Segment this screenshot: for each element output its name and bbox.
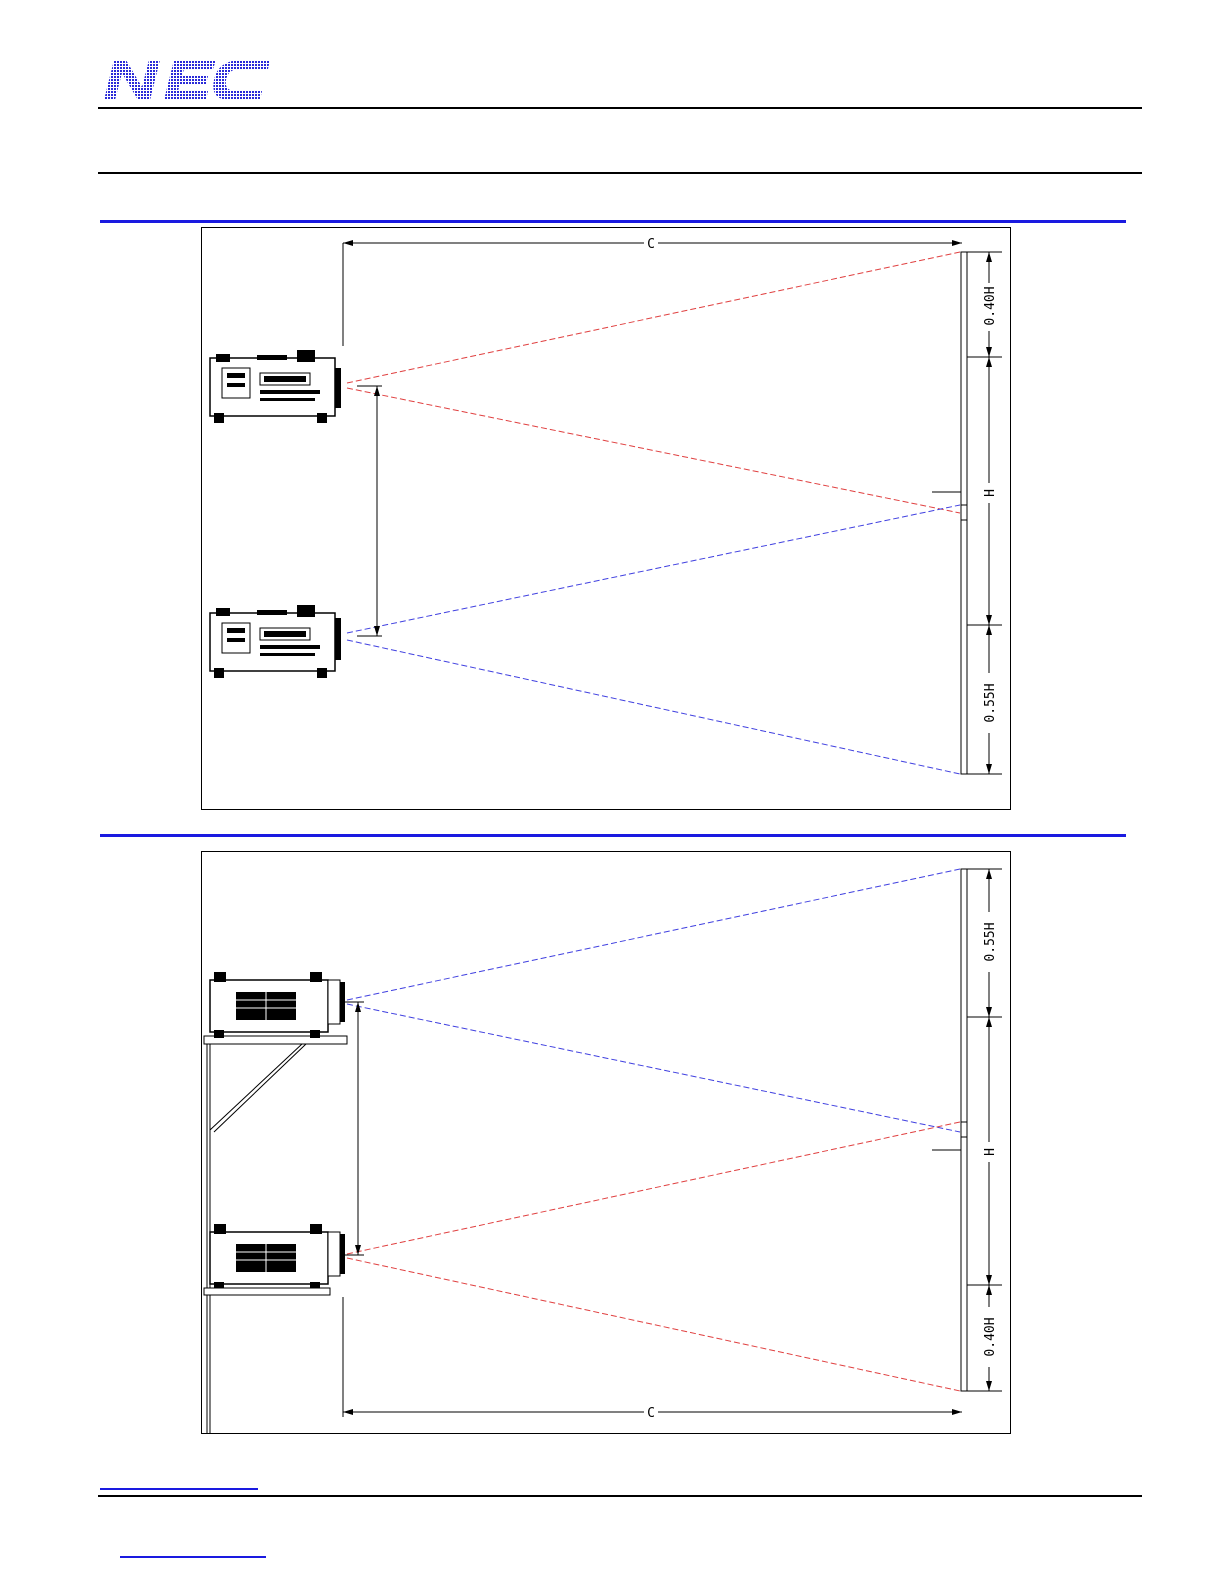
dimension-c-label: C	[647, 237, 655, 252]
header-rule-bottom	[98, 172, 1142, 174]
section-rule-top	[100, 220, 1126, 223]
diagram-panel-bottom: 0.55H H 0.40H C	[201, 851, 1011, 1434]
section-rule-bottom	[100, 834, 1126, 837]
dimension-055h-label: 0.55H	[983, 683, 998, 722]
dimension-040h-label: 0.40H	[983, 1317, 998, 1356]
header-rule-top	[98, 107, 1142, 109]
projector-rear-top	[210, 972, 345, 1038]
dimension-h-label: H	[983, 1148, 998, 1156]
dimension-055h-label: 0.55H	[983, 922, 998, 961]
projector-side-bottom	[210, 605, 341, 678]
projection-diagram-bottom: 0.55H H 0.40H C	[202, 852, 1010, 1433]
dimension-c-label: C	[647, 1406, 655, 1421]
nec-logo	[102, 55, 272, 105]
dimension-h-label: H	[983, 489, 998, 497]
projector-rear-bottom	[210, 1224, 345, 1288]
footer-link-underline-top[interactable]	[100, 1488, 258, 1490]
dimension-040h-label: 0.40H	[983, 286, 998, 325]
footer-link-underline-bottom[interactable]	[120, 1556, 266, 1558]
projector-side-top	[210, 350, 341, 423]
footer-rule	[98, 1495, 1142, 1497]
projection-diagram-top: C 0.40H H 0.55H	[202, 228, 1010, 809]
diagram-panel-top: C 0.40H H 0.55H	[201, 227, 1011, 810]
